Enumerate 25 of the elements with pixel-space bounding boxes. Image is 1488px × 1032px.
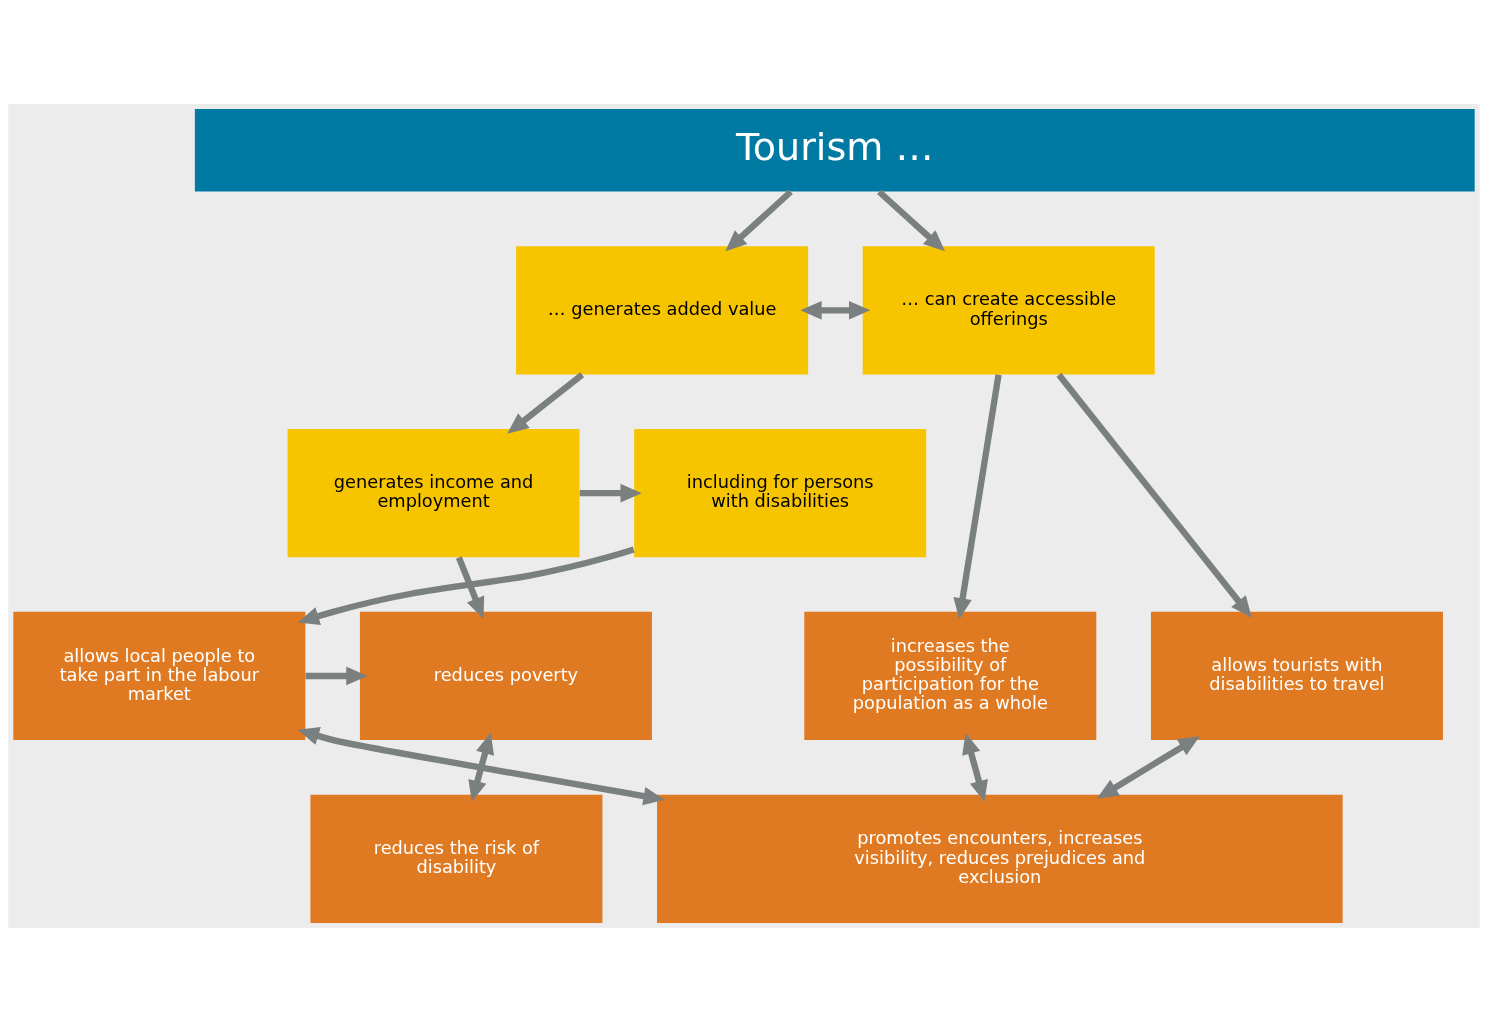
- arrow: [579, 483, 642, 503]
- node-box: reduces poverty: [359, 611, 652, 741]
- arrow: [962, 732, 988, 802]
- node-box: increases the possibility of participation for the population as a whole: [804, 611, 1097, 741]
- arrow: [953, 374, 1002, 620]
- node-box: allows local people to take part in the labour market: [13, 611, 306, 741]
- node-box: including for persons with disabilities: [634, 429, 927, 558]
- arrow: [1096, 736, 1200, 799]
- arrow: [297, 727, 665, 806]
- node-box: … can create accessible offerings: [862, 246, 1155, 375]
- arrow: [468, 732, 495, 802]
- node-box: allows tourists with disabilities to travel: [1150, 611, 1443, 741]
- arrow: [455, 556, 485, 619]
- node-box: … generates added value: [516, 246, 809, 375]
- node-box: reduces the risk of disability: [310, 794, 603, 923]
- arrow: [877, 189, 945, 252]
- arrow: [800, 301, 871, 320]
- node-box: Tourism …: [194, 109, 1475, 192]
- arrow: [725, 189, 793, 252]
- node-box: promotes encounters, increases visibility, reduces prejudices and exclusion: [657, 794, 1343, 923]
- node-box: generates income and employment: [287, 429, 580, 558]
- arrow: [297, 546, 635, 626]
- arrow: [507, 372, 585, 434]
- arrow: [305, 666, 368, 686]
- arrow: [1056, 372, 1252, 618]
